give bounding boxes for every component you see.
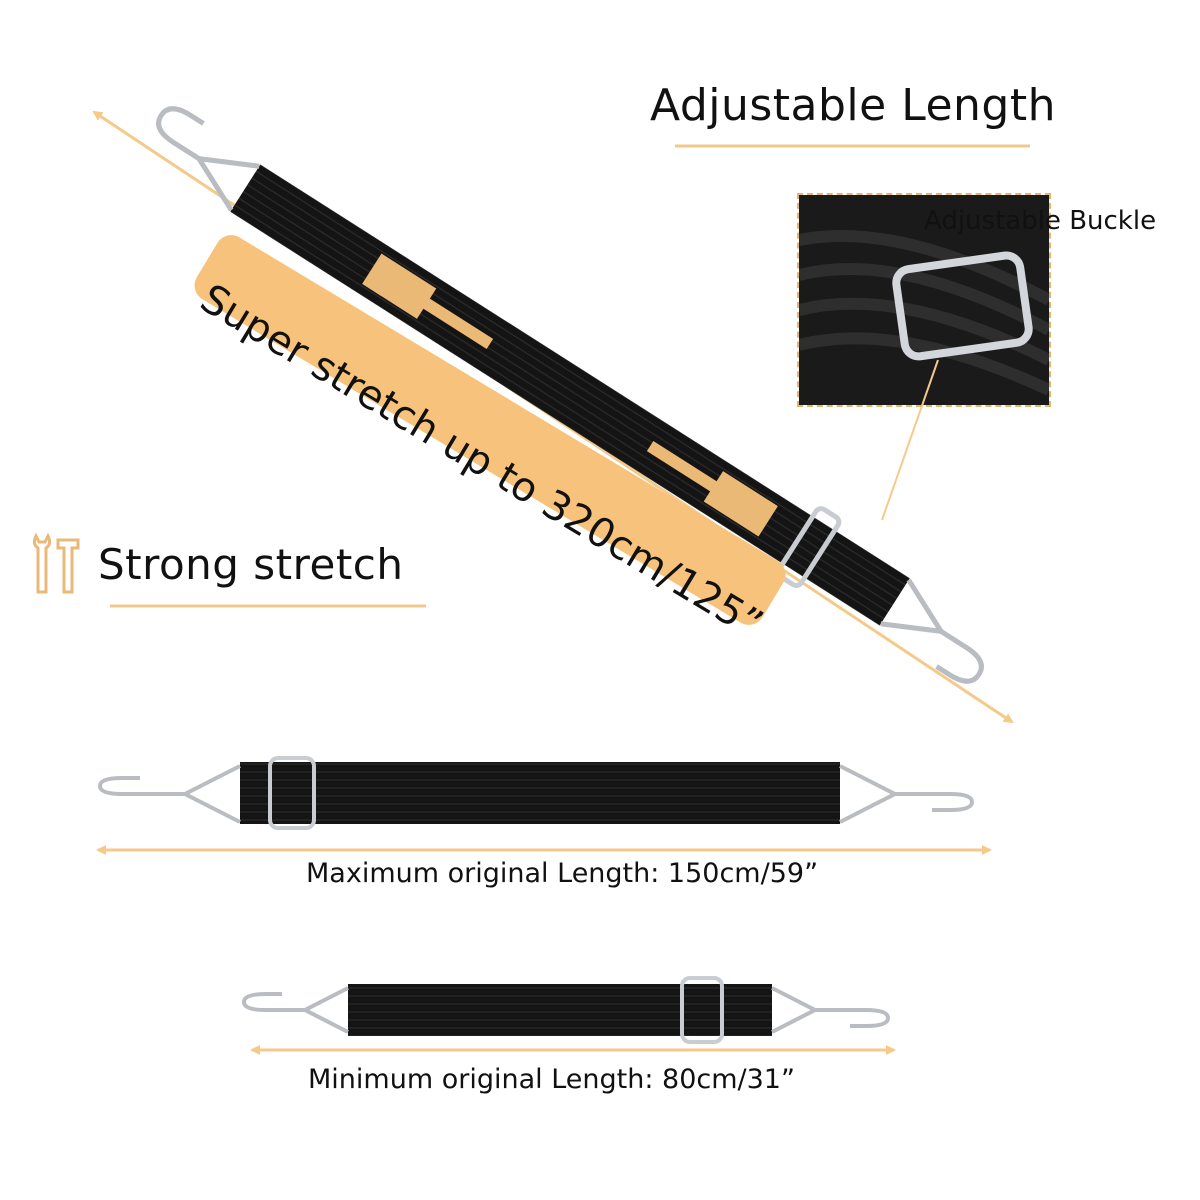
stretch-left-arrow [362,253,494,350]
buckle-pointer [881,359,939,521]
page-title: Adjustable Length [650,80,1056,131]
stretch-label-pill [194,235,786,625]
wrench-hammer-icon [32,532,80,594]
max-strap [97,756,975,830]
buckle-label: Adjustable Buckle [924,206,1157,236]
min-strap [241,976,891,1044]
min-length-label: Minimum original Length: 80cm/31” [308,1064,795,1095]
stretched-strap [156,106,984,684]
feature-heading: Strong stretch [98,540,404,589]
buckle-inset-frame [797,193,1051,407]
stretch-right-arrow [646,440,778,537]
max-length-label: Maximum original Length: 150cm/59” [306,858,819,889]
buckle-closeup [799,195,1049,405]
